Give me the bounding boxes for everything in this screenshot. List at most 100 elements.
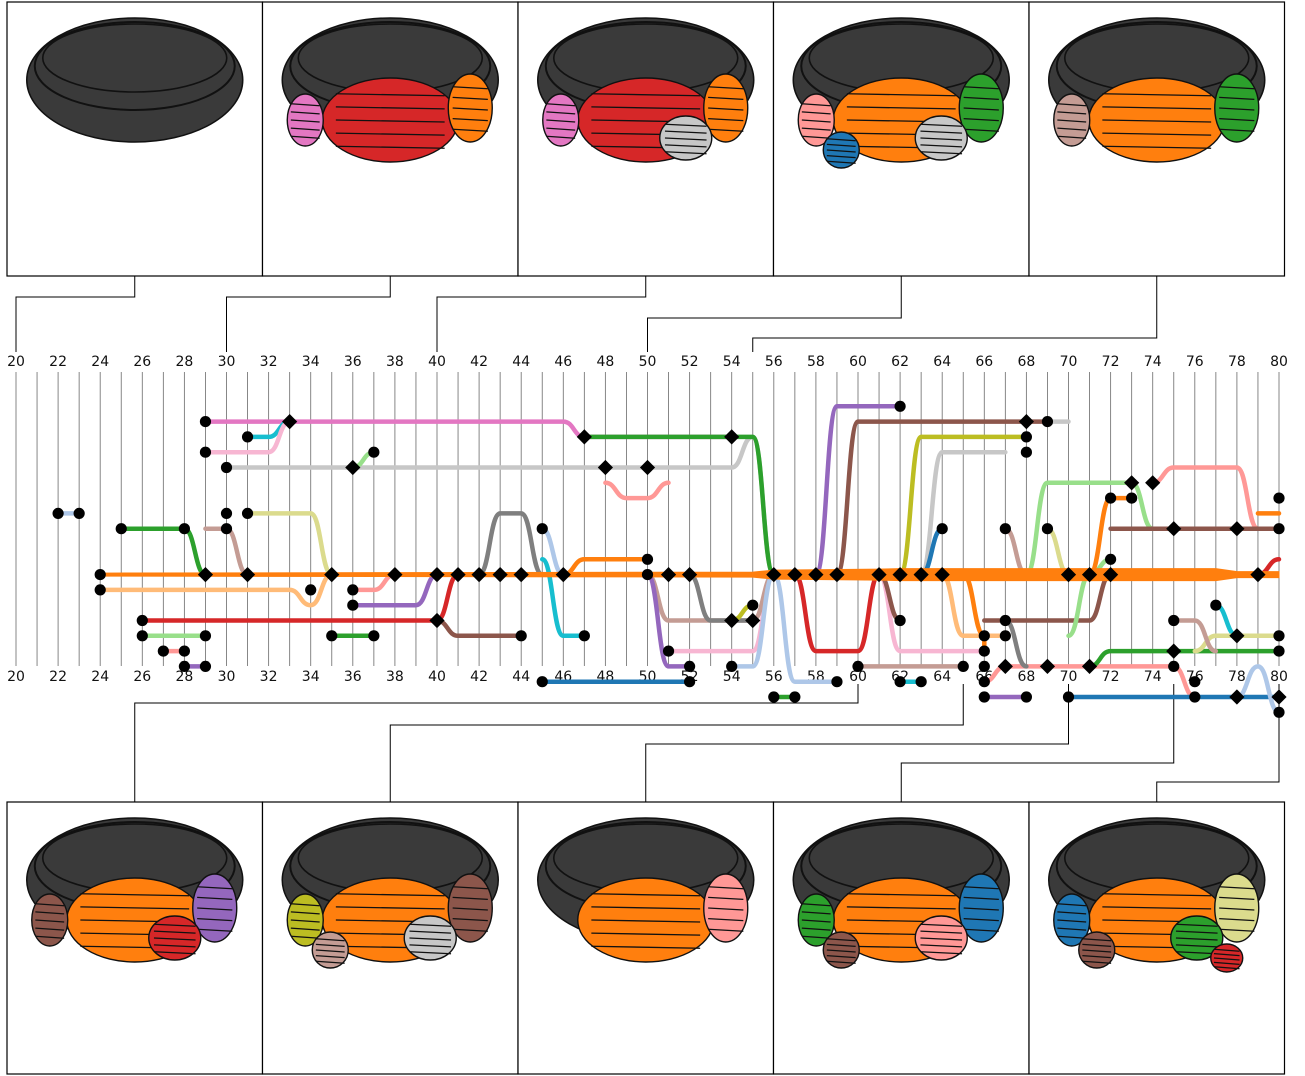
contour-stripe: [801, 911, 831, 915]
birth-death-node: [178, 645, 190, 657]
contour-stripe: [1219, 107, 1255, 111]
birth-death-node: [178, 660, 190, 673]
contour-stripe: [1057, 119, 1087, 123]
snapshot-panel-bottom: [261, 801, 519, 1075]
contour-stripe: [1213, 961, 1240, 966]
top-tick-label: 26: [133, 354, 151, 370]
contour-stripe: [1219, 96, 1255, 101]
top-tick-label: 62: [891, 354, 909, 370]
contour-stripe: [452, 896, 488, 901]
contour-stripe: [452, 917, 488, 922]
contour-stripe: [708, 917, 744, 922]
birth-death-node: [894, 676, 906, 688]
bottom-tick-label: 22: [49, 669, 67, 685]
contour-stripe: [920, 130, 963, 134]
feature-blob: [403, 915, 457, 961]
merge-node: [324, 567, 340, 583]
contour-stripe: [591, 106, 701, 110]
contour-stripe: [826, 149, 856, 153]
feature-blob: [659, 115, 713, 161]
merge-node: [808, 567, 824, 583]
birth-death-node: [894, 614, 906, 627]
contour-stripe: [290, 919, 320, 923]
birth-death-node: [52, 507, 64, 519]
birth-death-node: [684, 660, 696, 673]
merge-node: [1166, 521, 1182, 537]
contour-stripe: [1082, 954, 1112, 959]
top-tick-label: 24: [91, 354, 109, 370]
birth-death-node: [684, 676, 696, 688]
bottom-tick-label: 20: [7, 669, 25, 685]
birth-death-node: [199, 416, 212, 428]
top-tick-label: 34: [302, 354, 320, 370]
birth-death-node: [1273, 492, 1285, 504]
contour-stripe: [826, 954, 856, 959]
contour-stripe: [664, 144, 707, 148]
contour-stripe: [35, 903, 65, 907]
birth-death-node: [220, 461, 233, 474]
top-tick-label: 64: [933, 354, 951, 370]
merge-node: [387, 567, 403, 583]
top-tick-label: 20: [7, 354, 25, 370]
contour-stripe: [801, 119, 831, 123]
contour-stripe: [708, 896, 744, 901]
contour-stripe: [197, 928, 233, 932]
contour-stripe: [80, 906, 190, 910]
merge-node: [766, 567, 782, 583]
merge-node: [345, 459, 361, 476]
panel-connector: [134, 684, 859, 802]
birth-death-node: [768, 691, 780, 703]
birth-death-node: [1273, 706, 1285, 718]
panel-connector: [436, 276, 647, 352]
contour-stripe: [664, 123, 707, 127]
feature-blob: [1170, 915, 1224, 961]
merge-node: [1103, 567, 1119, 583]
contour-stripe: [801, 919, 831, 923]
snapshot-panel-bottom: [6, 801, 264, 1075]
contour-stripe: [35, 911, 65, 915]
top-tick-label: 48: [596, 354, 614, 370]
contour-stripe: [963, 86, 999, 90]
contour-ring: [33, 21, 236, 111]
contour-stripe: [290, 135, 320, 139]
contour-stripe: [452, 886, 488, 890]
merge-node: [1250, 567, 1266, 583]
contour-stripe: [153, 944, 196, 948]
merge-node: [576, 429, 592, 445]
merge-node: [1145, 475, 1161, 491]
contour-stripe: [963, 886, 999, 890]
birth-death-node: [178, 523, 190, 535]
contour-stripe: [1082, 949, 1112, 953]
bottom-tick-label: 28: [175, 669, 193, 685]
contour-stripe: [708, 107, 744, 111]
bottom-snapshot-row: [6, 801, 1286, 1075]
birth-death-node: [115, 523, 127, 535]
contour-stripe: [1219, 886, 1255, 890]
contour-stripe: [708, 96, 744, 101]
top-tick-label: 22: [49, 354, 67, 370]
bottom-tick-label: 36: [344, 669, 362, 685]
contour-stripe: [153, 951, 196, 955]
top-tick-label: 72: [1102, 354, 1120, 370]
contour-stripe: [826, 154, 856, 159]
contour-stripe: [1213, 952, 1240, 957]
contour-stripe: [826, 160, 856, 164]
merge-node: [1081, 658, 1098, 674]
contour-stripe: [920, 123, 963, 127]
contour-stripe: [801, 903, 831, 907]
merge-node: [429, 612, 445, 629]
contour-stripe: [452, 928, 488, 932]
contour-stripe: [1057, 127, 1087, 131]
merge-node: [450, 567, 466, 583]
contour-stripe: [1102, 145, 1212, 149]
bottom-tick-label: 42: [470, 669, 488, 685]
contour-stripe: [452, 86, 488, 90]
contour-stripe: [1057, 927, 1087, 931]
bottom-tick-label: 74: [1144, 669, 1162, 685]
track-line: [1150, 465, 1261, 531]
contour-stripe: [801, 935, 831, 939]
contour-stripe: [1057, 903, 1087, 907]
merge-node: [1166, 643, 1182, 659]
contour-stripe: [153, 930, 196, 934]
contour-stripe: [452, 107, 488, 111]
